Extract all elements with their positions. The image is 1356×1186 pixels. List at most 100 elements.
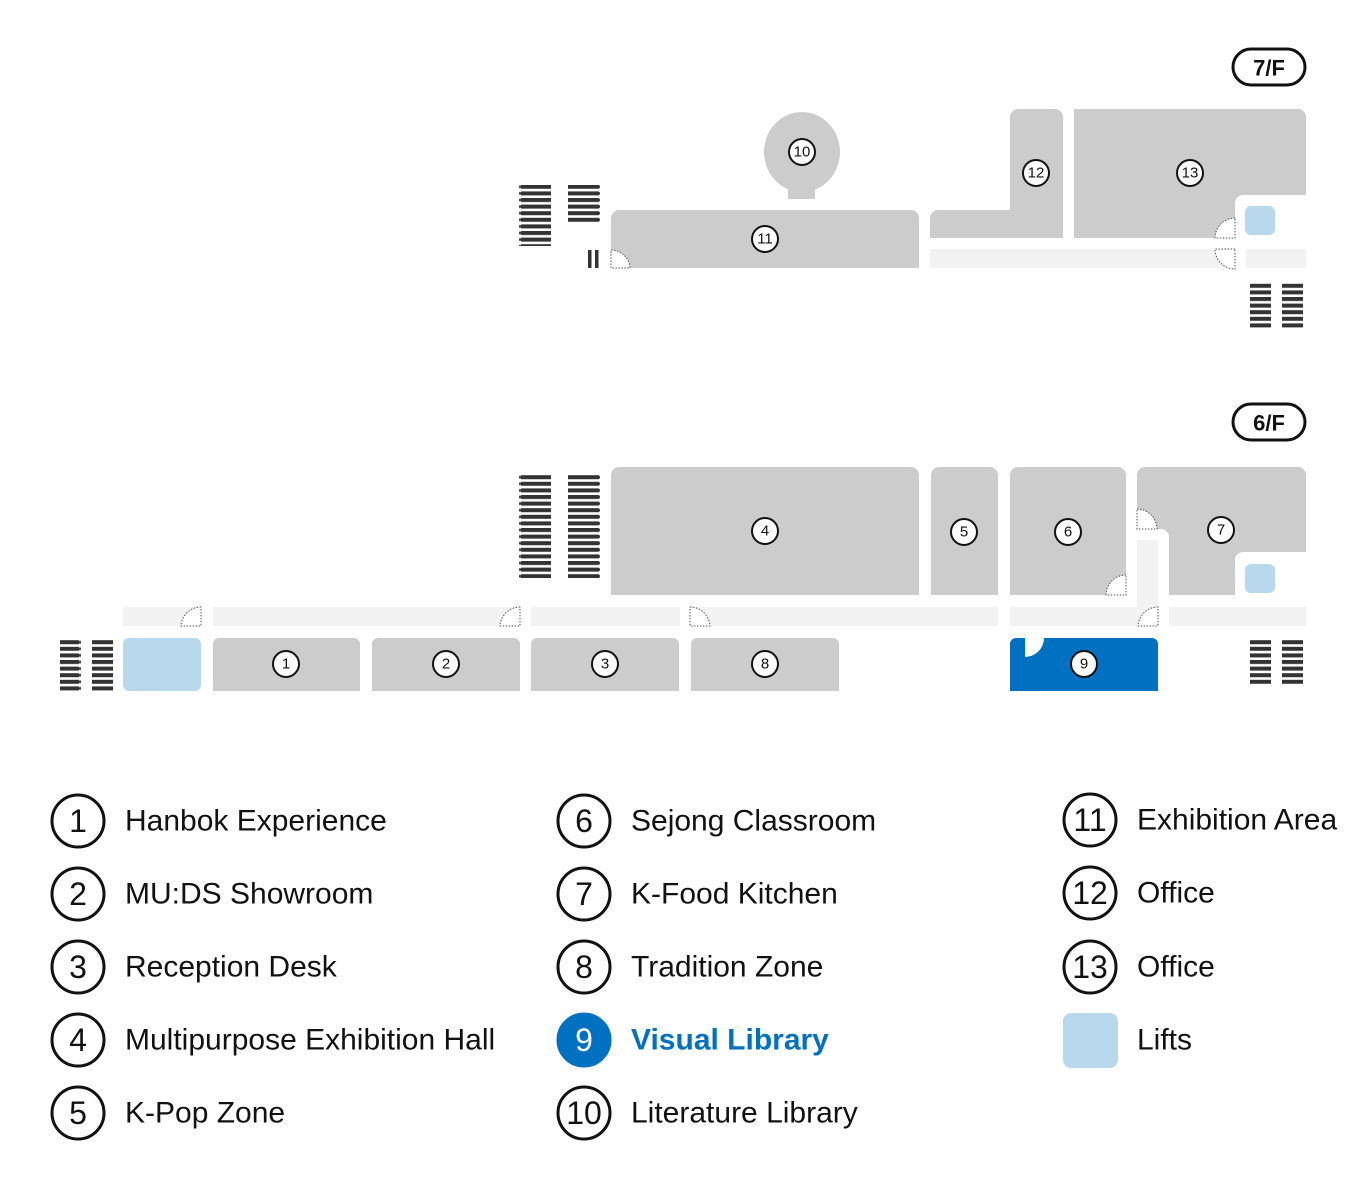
svg-text:4: 4: [69, 1022, 87, 1058]
svg-text:12: 12: [1072, 875, 1108, 911]
stairs-icon: [1250, 638, 1271, 686]
svg-text:Visual Library: Visual Library: [631, 1024, 829, 1057]
svg-text:13: 13: [1182, 165, 1199, 182]
lift-icon: [1245, 564, 1275, 593]
legend-item[interactable]: 11 Exhibition Area: [1062, 792, 1337, 848]
room-badge-1: 1: [272, 650, 300, 678]
room-badge-8: 8: [751, 650, 779, 678]
legend-item[interactable]: 8 Tradition Zone: [556, 939, 823, 995]
room-12[interactable]: [930, 109, 1063, 238]
door-icon: [180, 606, 202, 627]
room-badge-13: 13: [1176, 159, 1204, 187]
room-badge-10: 10: [788, 138, 816, 166]
door-icon: [1105, 574, 1127, 596]
svg-text:13: 13: [1072, 949, 1108, 985]
svg-text:5: 5: [960, 524, 968, 541]
svg-text:3: 3: [69, 949, 87, 985]
room-badge-9: 9: [1070, 650, 1098, 678]
svg-text:2: 2: [442, 656, 450, 673]
room-badge-6: 6: [1054, 518, 1082, 546]
room-badge-11: 11: [751, 225, 779, 253]
legend-item-lifts[interactable]: Lifts: [1063, 1013, 1192, 1068]
svg-text:6: 6: [575, 803, 593, 839]
stairs-icon: [519, 185, 551, 246]
svg-text:Lifts: Lifts: [1137, 1024, 1192, 1057]
svg-text:Tradition Zone: Tradition Zone: [631, 951, 823, 984]
svg-text:K-Food Kitchen: K-Food Kitchen: [631, 878, 838, 911]
corridor: [1169, 607, 1306, 626]
room-badge-3: 3: [591, 650, 619, 678]
svg-text:8: 8: [575, 949, 593, 985]
room-badge-2: 2: [432, 650, 460, 678]
svg-text:8: 8: [761, 656, 769, 673]
svg-text:Office: Office: [1137, 877, 1215, 910]
stairs-icon: [1250, 282, 1271, 329]
floor-7: 7/F 10 11 12 13: [519, 47, 1307, 329]
stairs-icon: [60, 638, 81, 691]
door-icon: [1214, 217, 1236, 239]
room-badge-7: 7: [1207, 516, 1235, 544]
legend-item-selected[interactable]: 9 Visual Library: [556, 1012, 829, 1068]
door-icon: [499, 606, 521, 627]
stairs-icon: [568, 473, 600, 578]
door-icon: [1214, 248, 1236, 270]
legend-item[interactable]: 7 K-Food Kitchen: [556, 866, 838, 922]
floor-6: 6/F 1 2 3 4 5 6: [60, 402, 1307, 691]
svg-text:9: 9: [1080, 656, 1088, 673]
svg-text:11: 11: [1073, 802, 1106, 838]
svg-text:1: 1: [69, 803, 87, 839]
room-badge-5: 5: [950, 518, 978, 546]
svg-text:9: 9: [575, 1022, 593, 1058]
svg-text:12: 12: [1028, 165, 1045, 182]
svg-text:7: 7: [1217, 522, 1225, 539]
lift-icon: [1245, 206, 1275, 235]
door-icon: [1025, 638, 1044, 657]
svg-text:10: 10: [566, 1095, 602, 1131]
svg-text:2: 2: [69, 876, 87, 912]
svg-text:4: 4: [761, 523, 769, 540]
stairs-icon: [1282, 638, 1303, 686]
svg-text:K-Pop Zone: K-Pop Zone: [125, 1097, 285, 1130]
svg-text:1: 1: [282, 656, 290, 673]
legend-item[interactable]: 1 Hanbok Experience: [50, 793, 387, 849]
svg-text:Hanbok Experience: Hanbok Experience: [125, 805, 387, 838]
stairs-icon: [92, 638, 113, 691]
svg-text:MU:DS Showroom: MU:DS Showroom: [125, 878, 373, 911]
door-icon: [689, 606, 711, 627]
svg-text:5: 5: [69, 1095, 87, 1131]
lift-icon: [123, 638, 201, 691]
stairs-icon: [595, 250, 599, 268]
legend-item[interactable]: 3 Reception Desk: [50, 939, 338, 995]
corridor: [930, 249, 1235, 268]
legend-item[interactable]: 6 Sejong Classroom: [556, 793, 876, 849]
corridor: [213, 607, 520, 626]
lift-icon: [1063, 1013, 1118, 1068]
svg-text:Multipurpose Exhibition Hall: Multipurpose Exhibition Hall: [125, 1024, 495, 1057]
room-badge-12: 12: [1022, 159, 1050, 187]
svg-text:6/F: 6/F: [1253, 411, 1285, 436]
legend-item[interactable]: 13 Office: [1062, 939, 1215, 995]
legend-item[interactable]: 4 Multipurpose Exhibition Hall: [50, 1012, 495, 1068]
legend-item[interactable]: 2 MU:DS Showroom: [50, 866, 373, 922]
svg-text:Office: Office: [1137, 951, 1215, 984]
corridor: [690, 607, 998, 626]
svg-text:Exhibition Area: Exhibition Area: [1137, 804, 1337, 837]
svg-text:10: 10: [794, 144, 811, 161]
corridor: [531, 607, 680, 626]
svg-text:Literature Library: Literature Library: [631, 1097, 858, 1130]
stairs-icon: [568, 185, 600, 223]
svg-text:6: 6: [1064, 524, 1072, 541]
floor-badge-7f: 7/F: [1231, 47, 1307, 87]
legend-item[interactable]: 5 K-Pop Zone: [50, 1085, 285, 1141]
corridor: [1246, 249, 1306, 268]
svg-text:7: 7: [575, 876, 593, 912]
stairs-icon: [1282, 282, 1303, 329]
legend-item[interactable]: 10 Literature Library: [556, 1085, 858, 1141]
svg-text:Sejong Classroom: Sejong Classroom: [631, 805, 876, 838]
door-icon: [1136, 508, 1158, 530]
door-icon: [610, 249, 631, 269]
svg-text:Reception Desk: Reception Desk: [125, 951, 338, 984]
legend-item[interactable]: 12 Office: [1062, 865, 1215, 921]
svg-text:3: 3: [601, 656, 609, 673]
